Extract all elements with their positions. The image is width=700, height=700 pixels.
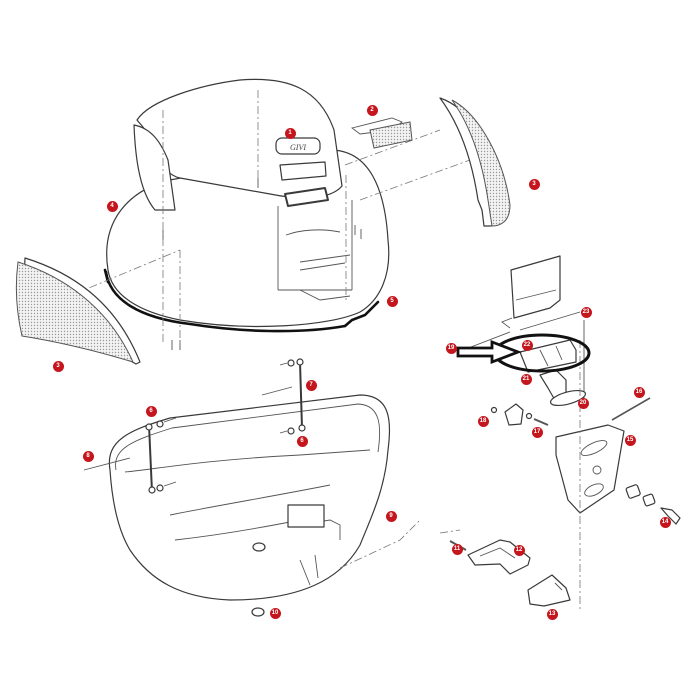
part-label-1[interactable]: 1 [284, 127, 296, 139]
part-label-23[interactable]: 23 [580, 306, 592, 318]
part-label-13[interactable]: 13 [546, 608, 558, 620]
part-label-18[interactable]: 18 [477, 415, 489, 427]
arrow-pointer-icon [456, 339, 522, 365]
reflector-side-right [439, 97, 511, 227]
part-label-17[interactable]: 17 [531, 426, 543, 438]
part-label-21[interactable]: 21 [520, 373, 532, 385]
logo-badge [275, 137, 321, 155]
svg-text:GIVI: GIVI [290, 143, 306, 152]
part-label-11[interactable]: 11 [451, 543, 463, 555]
part-label-4[interactable]: 4 [106, 200, 118, 212]
reflector-side-left [15, 257, 141, 365]
part-label-9[interactable]: 9 [385, 510, 397, 522]
reflector-rear [350, 117, 413, 149]
lock-assembly [439, 255, 681, 610]
part-label-7[interactable]: 7 [305, 379, 317, 391]
part-label-5[interactable]: 5 [386, 295, 398, 307]
part-label-3[interactable]: 3 [528, 178, 540, 190]
part-label-14[interactable]: 14 [659, 516, 671, 528]
part-label-6b[interactable]: 6 [296, 435, 308, 447]
part-label-20[interactable]: 20 [577, 397, 589, 409]
part-label-2[interactable]: 2 [366, 104, 378, 116]
part-label-8[interactable]: 8 [82, 450, 94, 462]
part-label-22[interactable]: 22 [521, 339, 533, 351]
lid-assembly: GIVI [59, 78, 471, 350]
part-label-16[interactable]: 16 [633, 386, 645, 398]
highlight-callout [456, 333, 591, 373]
part-label-6[interactable]: 6 [145, 405, 157, 417]
part-label-10[interactable]: 10 [269, 607, 281, 619]
part-label-12[interactable]: 12 [513, 544, 525, 556]
part-label-19[interactable]: 19 [445, 342, 457, 354]
base-assembly [83, 358, 421, 617]
part-label-15[interactable]: 15 [624, 434, 636, 446]
part-label-3b[interactable]: 3 [52, 360, 64, 372]
